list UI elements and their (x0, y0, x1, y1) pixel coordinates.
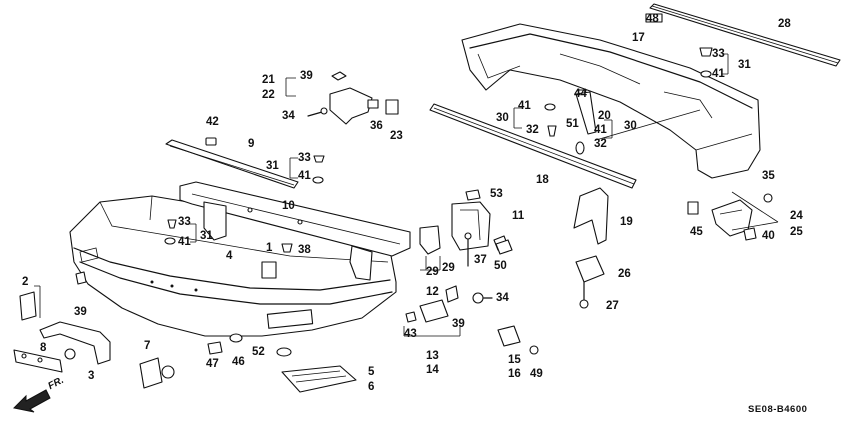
lower-left-parts (13, 271, 357, 393)
part-label-41-left: 41 (178, 236, 191, 248)
part-label-32-right: 32 (594, 138, 607, 150)
part-label-38: 38 (298, 244, 311, 256)
rear-bumper-face (461, 23, 761, 179)
part-label-46: 46 (232, 356, 245, 368)
part-label-6: 6 (368, 381, 375, 393)
part-label-9: 9 (248, 138, 255, 150)
part-label-14: 14 (426, 364, 439, 376)
part-label-15: 15 (508, 354, 521, 366)
part-label-41-right: 41 (594, 124, 607, 136)
part-label-51: 51 (566, 118, 579, 130)
small-fasteners (164, 13, 713, 279)
part-label-40: 40 (762, 230, 775, 242)
part-label-33-front: 33 (298, 152, 311, 164)
diagram-code: SE08-B4600 (748, 404, 808, 415)
part-label-45: 45 (690, 226, 703, 238)
part-label-30-right: 30 (624, 120, 637, 132)
part-label-39-mid: 39 (452, 318, 465, 330)
part-label-2: 2 (22, 276, 29, 288)
part-label-17: 17 (632, 32, 645, 44)
rear-long-molding (429, 103, 637, 189)
lower-center-parts (405, 239, 539, 355)
label-brackets (34, 53, 779, 337)
part-label-50: 50 (494, 260, 507, 272)
part-label-7: 7 (144, 340, 151, 352)
part-label-34-mid: 34 (496, 292, 509, 304)
part-label-49: 49 (530, 368, 543, 380)
front-direction-arrow-icon (12, 389, 51, 413)
part-label-53: 53 (490, 188, 503, 200)
part-label-34-top: 34 (282, 110, 295, 122)
right-bracket (687, 193, 773, 241)
part-label-5: 5 (368, 366, 375, 378)
part-label-8: 8 (40, 342, 47, 354)
part-label-27: 27 (606, 300, 619, 312)
part-label-41-front: 41 (298, 170, 311, 182)
part-label-39-top: 39 (300, 70, 313, 82)
part-label-44: 44 (574, 88, 587, 100)
part-label-25: 25 (790, 226, 803, 238)
part-label-22: 22 (262, 89, 275, 101)
part-label-31-rear: 31 (738, 59, 751, 71)
front-bumper-beam (179, 181, 411, 281)
part-label-41-mid: 41 (518, 100, 531, 112)
front-upper-molding (165, 139, 299, 189)
part-label-29-right: 29 (442, 262, 455, 274)
part-label-19: 19 (620, 216, 633, 228)
part-label-31-front: 31 (266, 160, 279, 172)
part-label-16: 16 (508, 368, 521, 380)
part-label-10: 10 (282, 200, 295, 212)
rear-top-strip (649, 3, 841, 67)
part-label-1: 1 (266, 242, 273, 254)
part-label-42: 42 (206, 116, 219, 128)
part-label-48: 48 (646, 13, 659, 25)
part-label-35: 35 (762, 170, 775, 182)
part-label-20: 20 (598, 110, 611, 122)
part-label-24: 24 (790, 210, 803, 222)
part-label-41-rear: 41 (712, 68, 725, 80)
part-label-18: 18 (536, 174, 549, 186)
part-label-52: 52 (252, 346, 265, 358)
part-label-36: 36 (370, 120, 383, 132)
side-brackets (419, 187, 609, 309)
part-label-47: 47 (206, 358, 219, 370)
part-label-3: 3 (88, 370, 95, 382)
upper-bracket (307, 71, 399, 125)
part-label-12: 12 (426, 286, 439, 298)
part-label-33-left: 33 (178, 216, 191, 228)
part-label-29-left: 29 (426, 266, 439, 278)
part-label-31-left: 31 (200, 230, 213, 242)
part-label-13: 13 (426, 350, 439, 362)
part-label-28: 28 (778, 18, 791, 30)
part-label-30-left: 30 (496, 112, 509, 124)
part-label-4: 4 (226, 250, 233, 262)
part-label-11: 11 (512, 210, 525, 222)
part-label-26: 26 (618, 268, 631, 280)
part-label-33-rear: 33 (712, 48, 725, 60)
part-label-21: 21 (262, 74, 275, 86)
part-label-43: 43 (404, 328, 417, 340)
part-label-23: 23 (390, 130, 403, 142)
part-label-32-left: 32 (526, 124, 539, 136)
part-label-39-left: 39 (74, 306, 87, 318)
part-label-37: 37 (474, 254, 487, 266)
